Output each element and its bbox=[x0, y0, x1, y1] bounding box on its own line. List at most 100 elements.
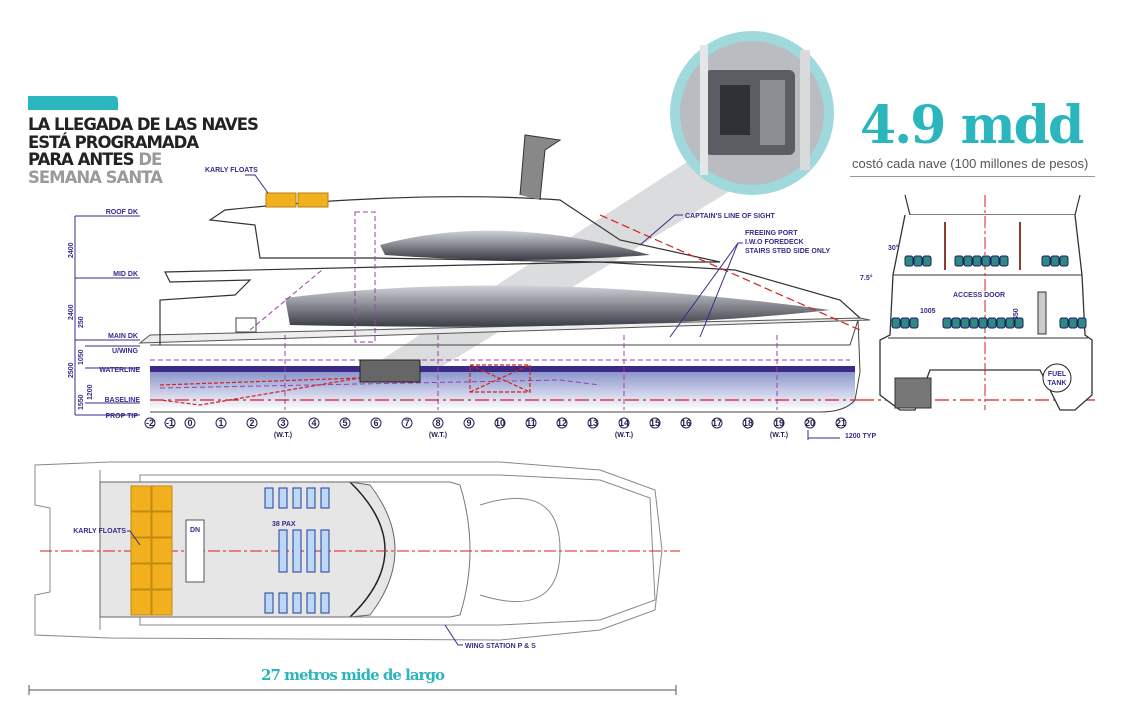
dimension-label: 1050 bbox=[78, 349, 85, 365]
dimension-label: 2400 bbox=[68, 242, 75, 258]
frame-marker bbox=[246, 417, 258, 429]
seat bbox=[981, 255, 991, 267]
frame-marker bbox=[773, 417, 785, 429]
dimension-label: 2500 bbox=[68, 362, 75, 378]
seat bbox=[990, 255, 1000, 267]
seat-block bbox=[306, 487, 316, 509]
plan-seats bbox=[264, 487, 330, 614]
leader-line bbox=[669, 242, 743, 338]
seat-block bbox=[320, 529, 330, 573]
seat bbox=[904, 255, 914, 267]
level-label: MAIN DK bbox=[108, 333, 138, 340]
seat bbox=[1059, 255, 1069, 267]
pax-label: 38 PAX bbox=[272, 521, 296, 528]
callout-karly-floats: KARLY FLOATS bbox=[73, 528, 126, 535]
seat bbox=[987, 317, 997, 329]
front-view: FUEL TANK 30° 7.5° ACCESS DOOR 1005 450 bbox=[860, 194, 1093, 411]
frame-marker bbox=[680, 417, 692, 429]
frame-number: 0 bbox=[187, 418, 192, 428]
engine-icon bbox=[359, 359, 421, 383]
headline-line-gray: SEMANA SANTA bbox=[28, 167, 163, 187]
watertight-label: (W.T.) bbox=[770, 432, 788, 439]
seat-block bbox=[292, 592, 302, 614]
frame-number: 13 bbox=[588, 418, 598, 428]
seat bbox=[960, 317, 970, 329]
frame-marker bbox=[649, 417, 661, 429]
frame-number: -1 bbox=[166, 418, 174, 428]
seat bbox=[951, 317, 961, 329]
seat-block bbox=[320, 487, 330, 509]
karly-float bbox=[265, 192, 297, 208]
wing-station-label: WING STATION P & S bbox=[465, 643, 536, 650]
level-label: WATERLINE bbox=[99, 367, 140, 374]
dimension-label: 1005 bbox=[920, 308, 936, 315]
frame-marker bbox=[618, 417, 630, 429]
length-label: 27 metros mide de largo bbox=[261, 666, 445, 684]
callout-freeing-port: I.W.O FOREDECK bbox=[745, 239, 804, 246]
fuel-tank-label: FUEL bbox=[1048, 371, 1067, 378]
frame-number: 17 bbox=[712, 418, 722, 428]
frame-marker bbox=[835, 417, 847, 429]
seat bbox=[1041, 255, 1051, 267]
frame-number: 8 bbox=[435, 418, 440, 428]
logo-plate bbox=[235, 317, 257, 333]
seat bbox=[900, 317, 910, 329]
angle-label: 7.5° bbox=[860, 274, 873, 282]
karly-float bbox=[130, 485, 152, 512]
watertight-label: (W.T.) bbox=[274, 432, 292, 439]
karly-float bbox=[297, 192, 329, 208]
frame-marker bbox=[164, 417, 176, 429]
frame-marker bbox=[308, 417, 320, 429]
seat bbox=[978, 317, 988, 329]
callout-freeing-port: STAIRS STBD SIDE ONLY bbox=[745, 248, 831, 255]
frame-marker bbox=[144, 417, 156, 429]
karly-float bbox=[151, 563, 173, 590]
seat bbox=[913, 255, 923, 267]
fuel-tank-label: TANK bbox=[1048, 380, 1067, 387]
frame-number: 18 bbox=[743, 418, 753, 428]
seat-block bbox=[278, 592, 288, 614]
dimension-label: 450 bbox=[1013, 308, 1020, 320]
seat bbox=[972, 255, 982, 267]
seat bbox=[909, 317, 919, 329]
dimension-label: 1200 bbox=[87, 384, 94, 400]
frame-marker bbox=[494, 417, 506, 429]
callout-captains-line: CAPTAIN'S LINE OF SIGHT bbox=[685, 213, 776, 220]
karly-float bbox=[151, 511, 173, 538]
frame-marker bbox=[556, 417, 568, 429]
callout-karly-floats: KARLY FLOATS bbox=[205, 167, 258, 174]
seat bbox=[996, 317, 1006, 329]
frame-number: -2 bbox=[146, 418, 154, 428]
cost-value: 4.9 mdd bbox=[860, 95, 1084, 156]
seat bbox=[1077, 317, 1087, 329]
karly-float bbox=[151, 485, 173, 512]
seat bbox=[1050, 255, 1060, 267]
frame-marker bbox=[804, 417, 816, 429]
frame-marker bbox=[742, 417, 754, 429]
angle-label: 30° bbox=[888, 244, 899, 252]
leader-line bbox=[639, 214, 683, 246]
seat-block bbox=[264, 487, 274, 509]
plan-karly-floats bbox=[130, 485, 173, 616]
waterline-band bbox=[150, 366, 855, 372]
leader-line bbox=[444, 624, 463, 646]
seat bbox=[1014, 317, 1024, 329]
frame-number: 4 bbox=[311, 418, 316, 428]
seat bbox=[942, 317, 952, 329]
seat bbox=[954, 255, 964, 267]
frame-number: 12 bbox=[557, 418, 567, 428]
length-scale bbox=[28, 685, 677, 695]
seat-block bbox=[292, 529, 302, 573]
frame-number: 19 bbox=[774, 418, 784, 428]
karly-float bbox=[130, 537, 152, 564]
lower-window-band bbox=[285, 285, 830, 327]
frame-number: 15 bbox=[650, 418, 660, 428]
access-door-label: ACCESS DOOR bbox=[953, 292, 1005, 299]
plan-view bbox=[34, 461, 680, 641]
frame-number: 2 bbox=[249, 418, 254, 428]
seat-block bbox=[278, 529, 288, 573]
frame-marker bbox=[432, 417, 444, 429]
upper-window-band bbox=[380, 230, 650, 260]
frame-number: 9 bbox=[466, 418, 471, 428]
